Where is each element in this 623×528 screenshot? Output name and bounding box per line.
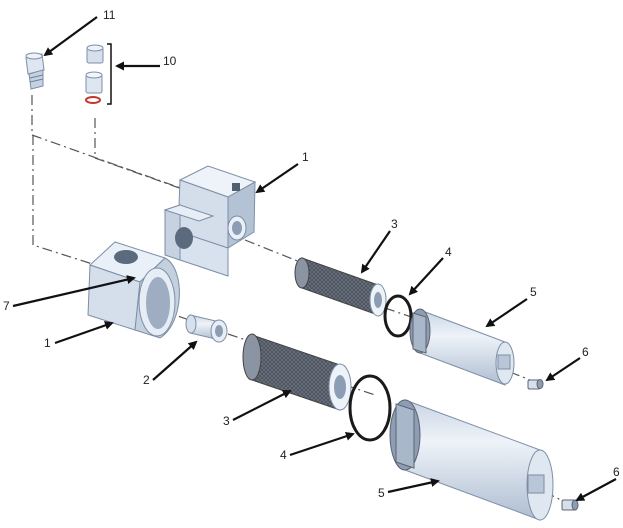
block-housing-part-1-top: [163, 165, 257, 277]
drain-plug-part-6-bottom: [561, 499, 579, 511]
fitting-part-11: [25, 52, 45, 90]
label-5-top: 5: [530, 285, 537, 299]
label-4-bottom: 4: [280, 448, 287, 462]
label-11: 11: [103, 8, 116, 22]
label-3-bottom: 3: [223, 414, 230, 428]
sleeve-part-2: [185, 314, 228, 343]
filter-element-part-3-top: [294, 257, 387, 317]
round-housing-part-1-bottom: [87, 241, 180, 339]
o-ring-part-4-bottom: [348, 374, 392, 442]
label-5-bottom: 5: [378, 486, 385, 500]
filter-bowl-part-5-top: [409, 308, 515, 386]
label-10: 10: [163, 54, 177, 68]
label-4-top: 4: [445, 245, 452, 259]
label-1-bottom: 1: [44, 336, 51, 350]
label-2: 2: [143, 373, 150, 387]
label-1-top: 1: [302, 150, 309, 164]
label-6-bottom: 6: [613, 465, 620, 479]
label-3-top: 3: [391, 217, 398, 231]
label-7: 7: [3, 299, 10, 313]
label-6-top: 6: [582, 345, 589, 359]
callout-labels: 11 10 1 3 4 5 6 7 1 2 3 4 5 6: [3, 8, 620, 500]
o-ring-part-4-top: [383, 294, 413, 338]
drain-plug-part-6-top: [527, 379, 544, 390]
leader-arrows: [12, 16, 617, 501]
filter-element-part-3-bottom: [242, 333, 352, 411]
filter-bowl-part-5-bottom: [389, 399, 554, 521]
plug-assembly-part-10: [85, 43, 112, 105]
